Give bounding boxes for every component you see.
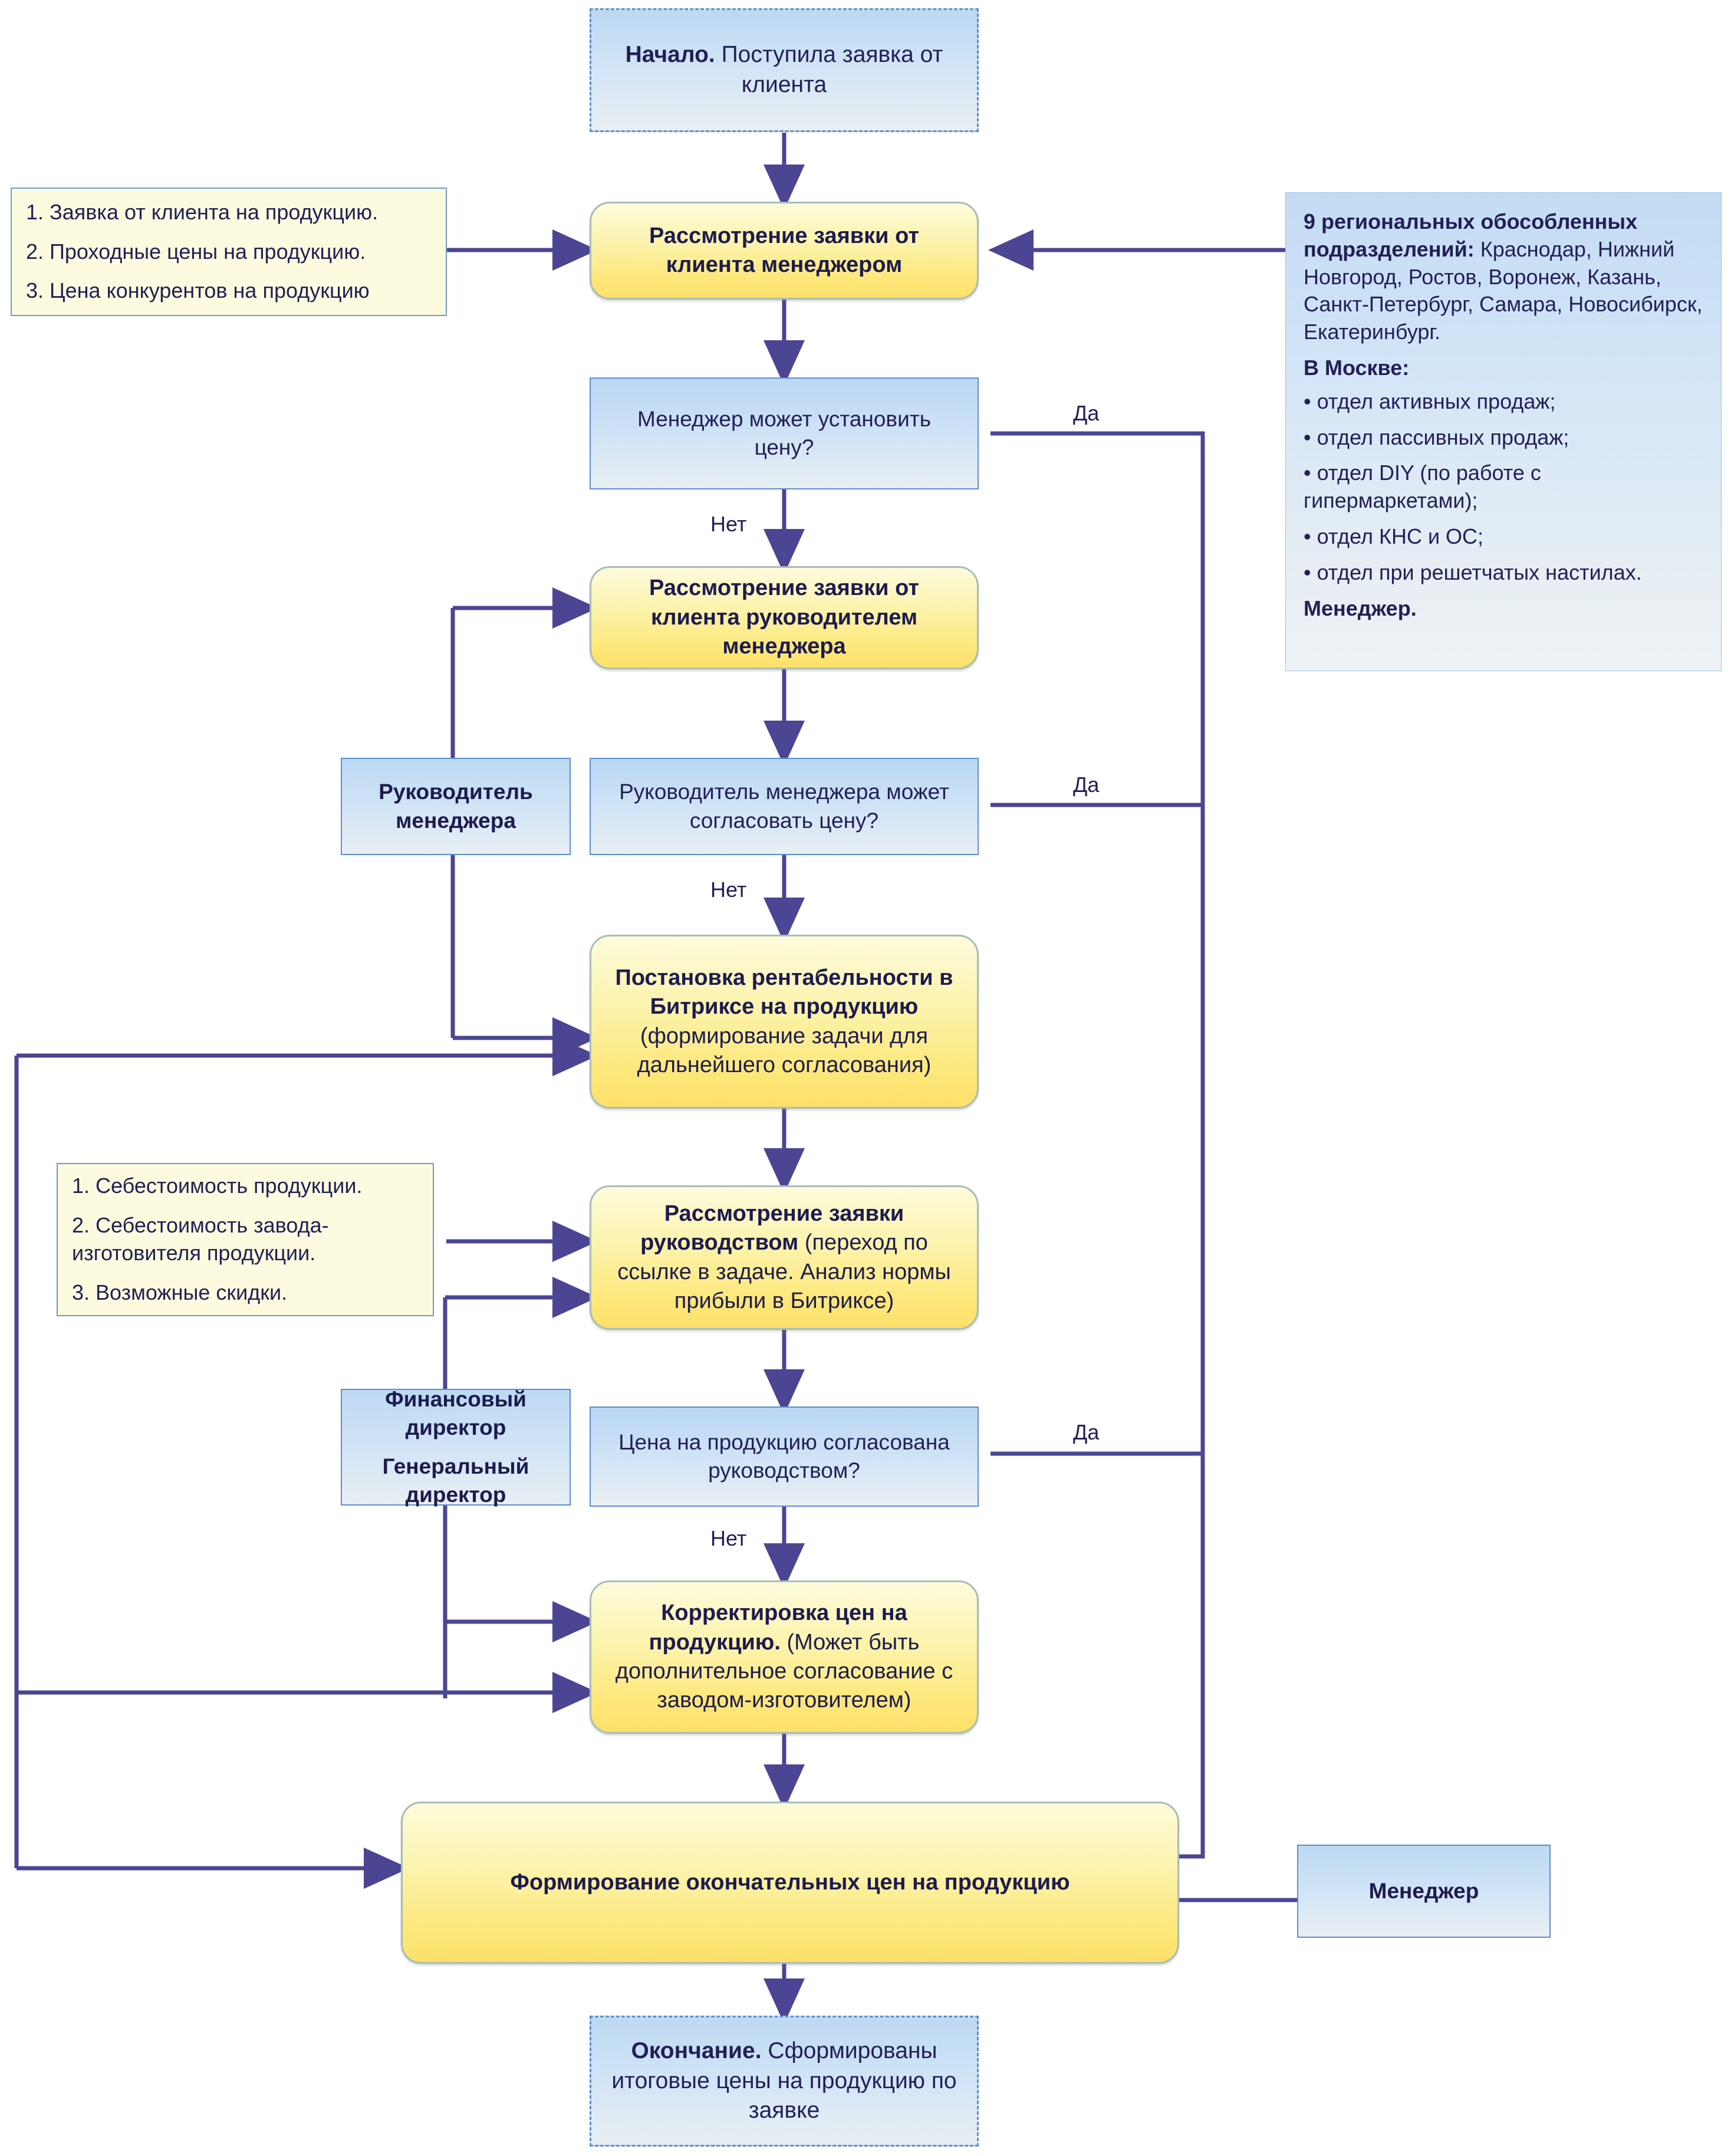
note-item: 2. Себестоимость завода-изготовителя про… bbox=[72, 1213, 329, 1265]
panel-footer: Менеджер. bbox=[1304, 596, 1417, 620]
edge-label-yes-1: Да bbox=[1073, 401, 1100, 425]
correction-regular: (Может быть дополнительное согласование … bbox=[615, 1629, 953, 1713]
role-head-of-manager-label: Руководитель менеджера bbox=[379, 780, 533, 833]
role-manager-bottom-label: Менеджер bbox=[1368, 1878, 1479, 1903]
role-financial-director-label: Финансовый директор bbox=[385, 1386, 526, 1439]
panel-department: • отдел КНС и ОС; bbox=[1304, 524, 1484, 548]
profitability-regular: (формирование задачи для дальнейшего сог… bbox=[637, 1023, 932, 1077]
manager-review-text: Рассмотрение заявки от клиента менеджеро… bbox=[649, 223, 919, 277]
edge-label-no-1: Нет bbox=[710, 512, 747, 536]
end-rest: Сформированы итоговые цены на продукцию … bbox=[611, 2037, 957, 2124]
node-end: Окончание. Сформированы итоговые цены на… bbox=[590, 2016, 979, 2147]
profitability-bold: Постановка рентабельности в Битриксе на … bbox=[615, 965, 953, 1020]
decision-management-text: Цена на продукцию согласована руководств… bbox=[618, 1429, 950, 1483]
role-spacer bbox=[350, 1442, 561, 1452]
management-review-regular: (переход по ссылке в задаче. Анализ норм… bbox=[617, 1230, 951, 1313]
panel-moscow-label: В Москве: bbox=[1304, 355, 1410, 380]
note-inputs-top: 1. Заявка от клиента на продукцию. 2. Пр… bbox=[11, 188, 447, 316]
node-decision-price-approved: Цена на продукцию согласована руководств… bbox=[590, 1406, 979, 1507]
start-bold: Начало. bbox=[625, 42, 715, 68]
panel-department: • отдел при решетчатых настилах. bbox=[1304, 560, 1642, 584]
note-inputs-mid: 1. Себестоимость продукции. 2. Себестоим… bbox=[57, 1163, 434, 1316]
role-directors: Финансовый директор Генеральный директор bbox=[341, 1387, 571, 1507]
correction-bold: Корректировка цен на продукцию. bbox=[649, 1600, 907, 1655]
role-manager-bottom: Менеджер bbox=[1297, 1845, 1551, 1938]
role-general-director-label: Генеральный директор bbox=[382, 1454, 529, 1507]
node-profitability-setup: Постановка рентабельности в Битриксе на … bbox=[590, 935, 979, 1109]
node-decision-head-can-approve-price: Руководитель менеджера может согласовать… bbox=[590, 758, 979, 855]
node-price-correction: Корректировка цен на продукцию. (Может б… bbox=[590, 1580, 979, 1734]
node-management-review: Рассмотрение заявки руководством (перехо… bbox=[590, 1185, 979, 1330]
decision-head-text: Руководитель менеджера может согласовать… bbox=[619, 780, 949, 833]
note-item: 3. Возможные скидки. bbox=[72, 1280, 288, 1304]
edge-label-no-3: Нет bbox=[710, 1526, 747, 1550]
edge-label-yes-2: Да bbox=[1073, 773, 1100, 797]
role-head-of-manager: Руководитель менеджера bbox=[341, 758, 571, 855]
note-item: 1. Себестоимость продукции. bbox=[72, 1174, 363, 1198]
edge-label-yes-3: Да bbox=[1073, 1420, 1100, 1444]
final-prices-text: Формирование окончательных цен на продук… bbox=[510, 1869, 1070, 1895]
panel-heading-bold: 9 региональных обособленных подразделени… bbox=[1304, 209, 1638, 261]
panel-heading-rest: Краснодар, Нижний Новгород, Ростов, Воро… bbox=[1304, 236, 1703, 344]
panel-department: • отдел DIY (по работе с гипермаркетами)… bbox=[1304, 461, 1541, 513]
decision-manager-text: Менеджер может установить цену? bbox=[637, 406, 931, 459]
node-manager-review: Рассмотрение заявки от клиента менеджеро… bbox=[590, 202, 979, 300]
node-decision-manager-can-set-price: Менеджер может установить цену? bbox=[590, 377, 979, 489]
management-review-bold: Рассмотрение заявки руководством bbox=[640, 1201, 904, 1256]
panel-regional-divisions: 9 региональных обособленных подразделени… bbox=[1285, 192, 1722, 671]
panel-department: • отдел активных продаж; bbox=[1304, 389, 1556, 413]
start-rest: Поступила заявка от клиента bbox=[715, 42, 943, 97]
node-head-review: Рассмотрение заявки от клиента руководит… bbox=[590, 566, 979, 669]
panel-department: • отдел пассивных продаж; bbox=[1304, 425, 1569, 449]
head-review-text: Рассмотрение заявки от клиента руководит… bbox=[649, 576, 919, 659]
note-item: 1. Заявка от клиента на продукцию. bbox=[26, 199, 379, 224]
node-start: Начало. Поступила заявка от клиента bbox=[590, 8, 979, 132]
edge-label-no-2: Нет bbox=[710, 877, 747, 902]
note-item: 3. Цена конкурентов на продукцию bbox=[26, 278, 370, 303]
note-item: 2. Проходные цены на продукцию. bbox=[26, 239, 366, 264]
node-final-prices: Формирование окончательных цен на продук… bbox=[401, 1802, 1179, 1964]
end-bold: Окончание. bbox=[631, 2037, 762, 2063]
